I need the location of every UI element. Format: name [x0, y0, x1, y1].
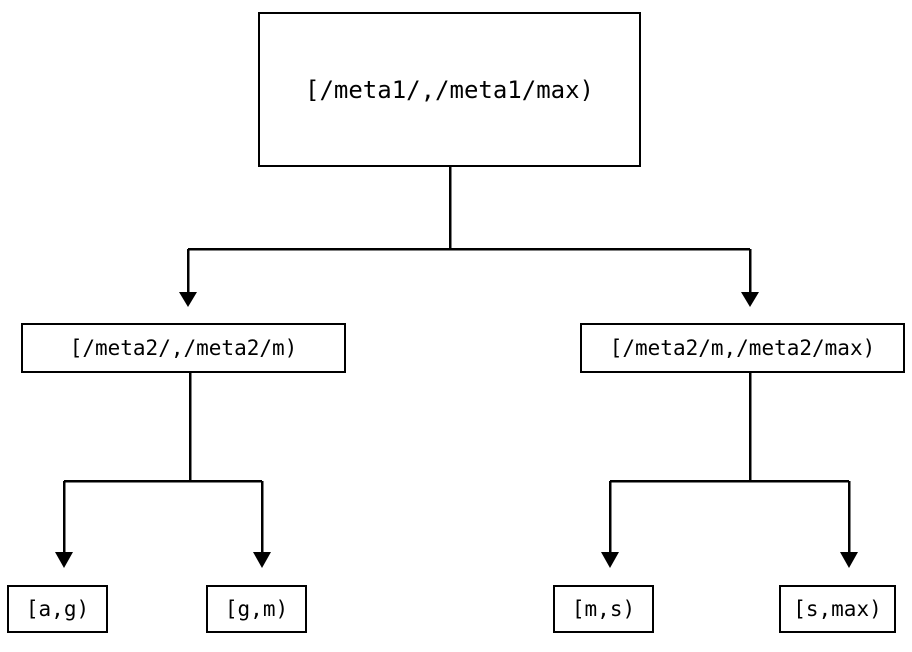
node-leaf-a-g-label: [a,g): [25, 596, 90, 621]
node-leaf-s-max-label: [s,max): [793, 596, 882, 621]
node-leaf-g-m-label: [g,m): [224, 596, 289, 621]
node-leaf-m-s-label: [m,s): [571, 596, 636, 621]
arrowhead-root-to-mid-right: [741, 292, 759, 307]
node-leaf-a-g[interactable]: [a,g): [7, 585, 108, 633]
node-mid-right[interactable]: [/meta2/m,/meta2/max): [580, 323, 905, 373]
arrowhead-mid-right-to-leaf-ms: [601, 552, 619, 568]
node-leaf-s-max[interactable]: [s,max): [779, 585, 896, 633]
arrowhead-mid-left-to-leaf-gm: [253, 552, 271, 568]
arrowhead-mid-right-to-leaf-smax: [840, 552, 858, 568]
node-mid-right-label: [/meta2/m,/meta2/max): [609, 335, 876, 360]
node-leaf-g-m[interactable]: [g,m): [206, 585, 307, 633]
node-root[interactable]: [/meta1/,/meta1/max): [258, 12, 641, 167]
node-root-label: [/meta1/,/meta1/max): [305, 75, 594, 104]
node-mid-left[interactable]: [/meta2/,/meta2/m): [21, 323, 346, 373]
node-leaf-m-s[interactable]: [m,s): [553, 585, 654, 633]
node-mid-left-label: [/meta2/,/meta2/m): [69, 335, 298, 360]
arrowhead-root-to-mid-left: [179, 292, 197, 307]
arrowhead-mid-left-to-leaf-ag: [55, 552, 73, 568]
